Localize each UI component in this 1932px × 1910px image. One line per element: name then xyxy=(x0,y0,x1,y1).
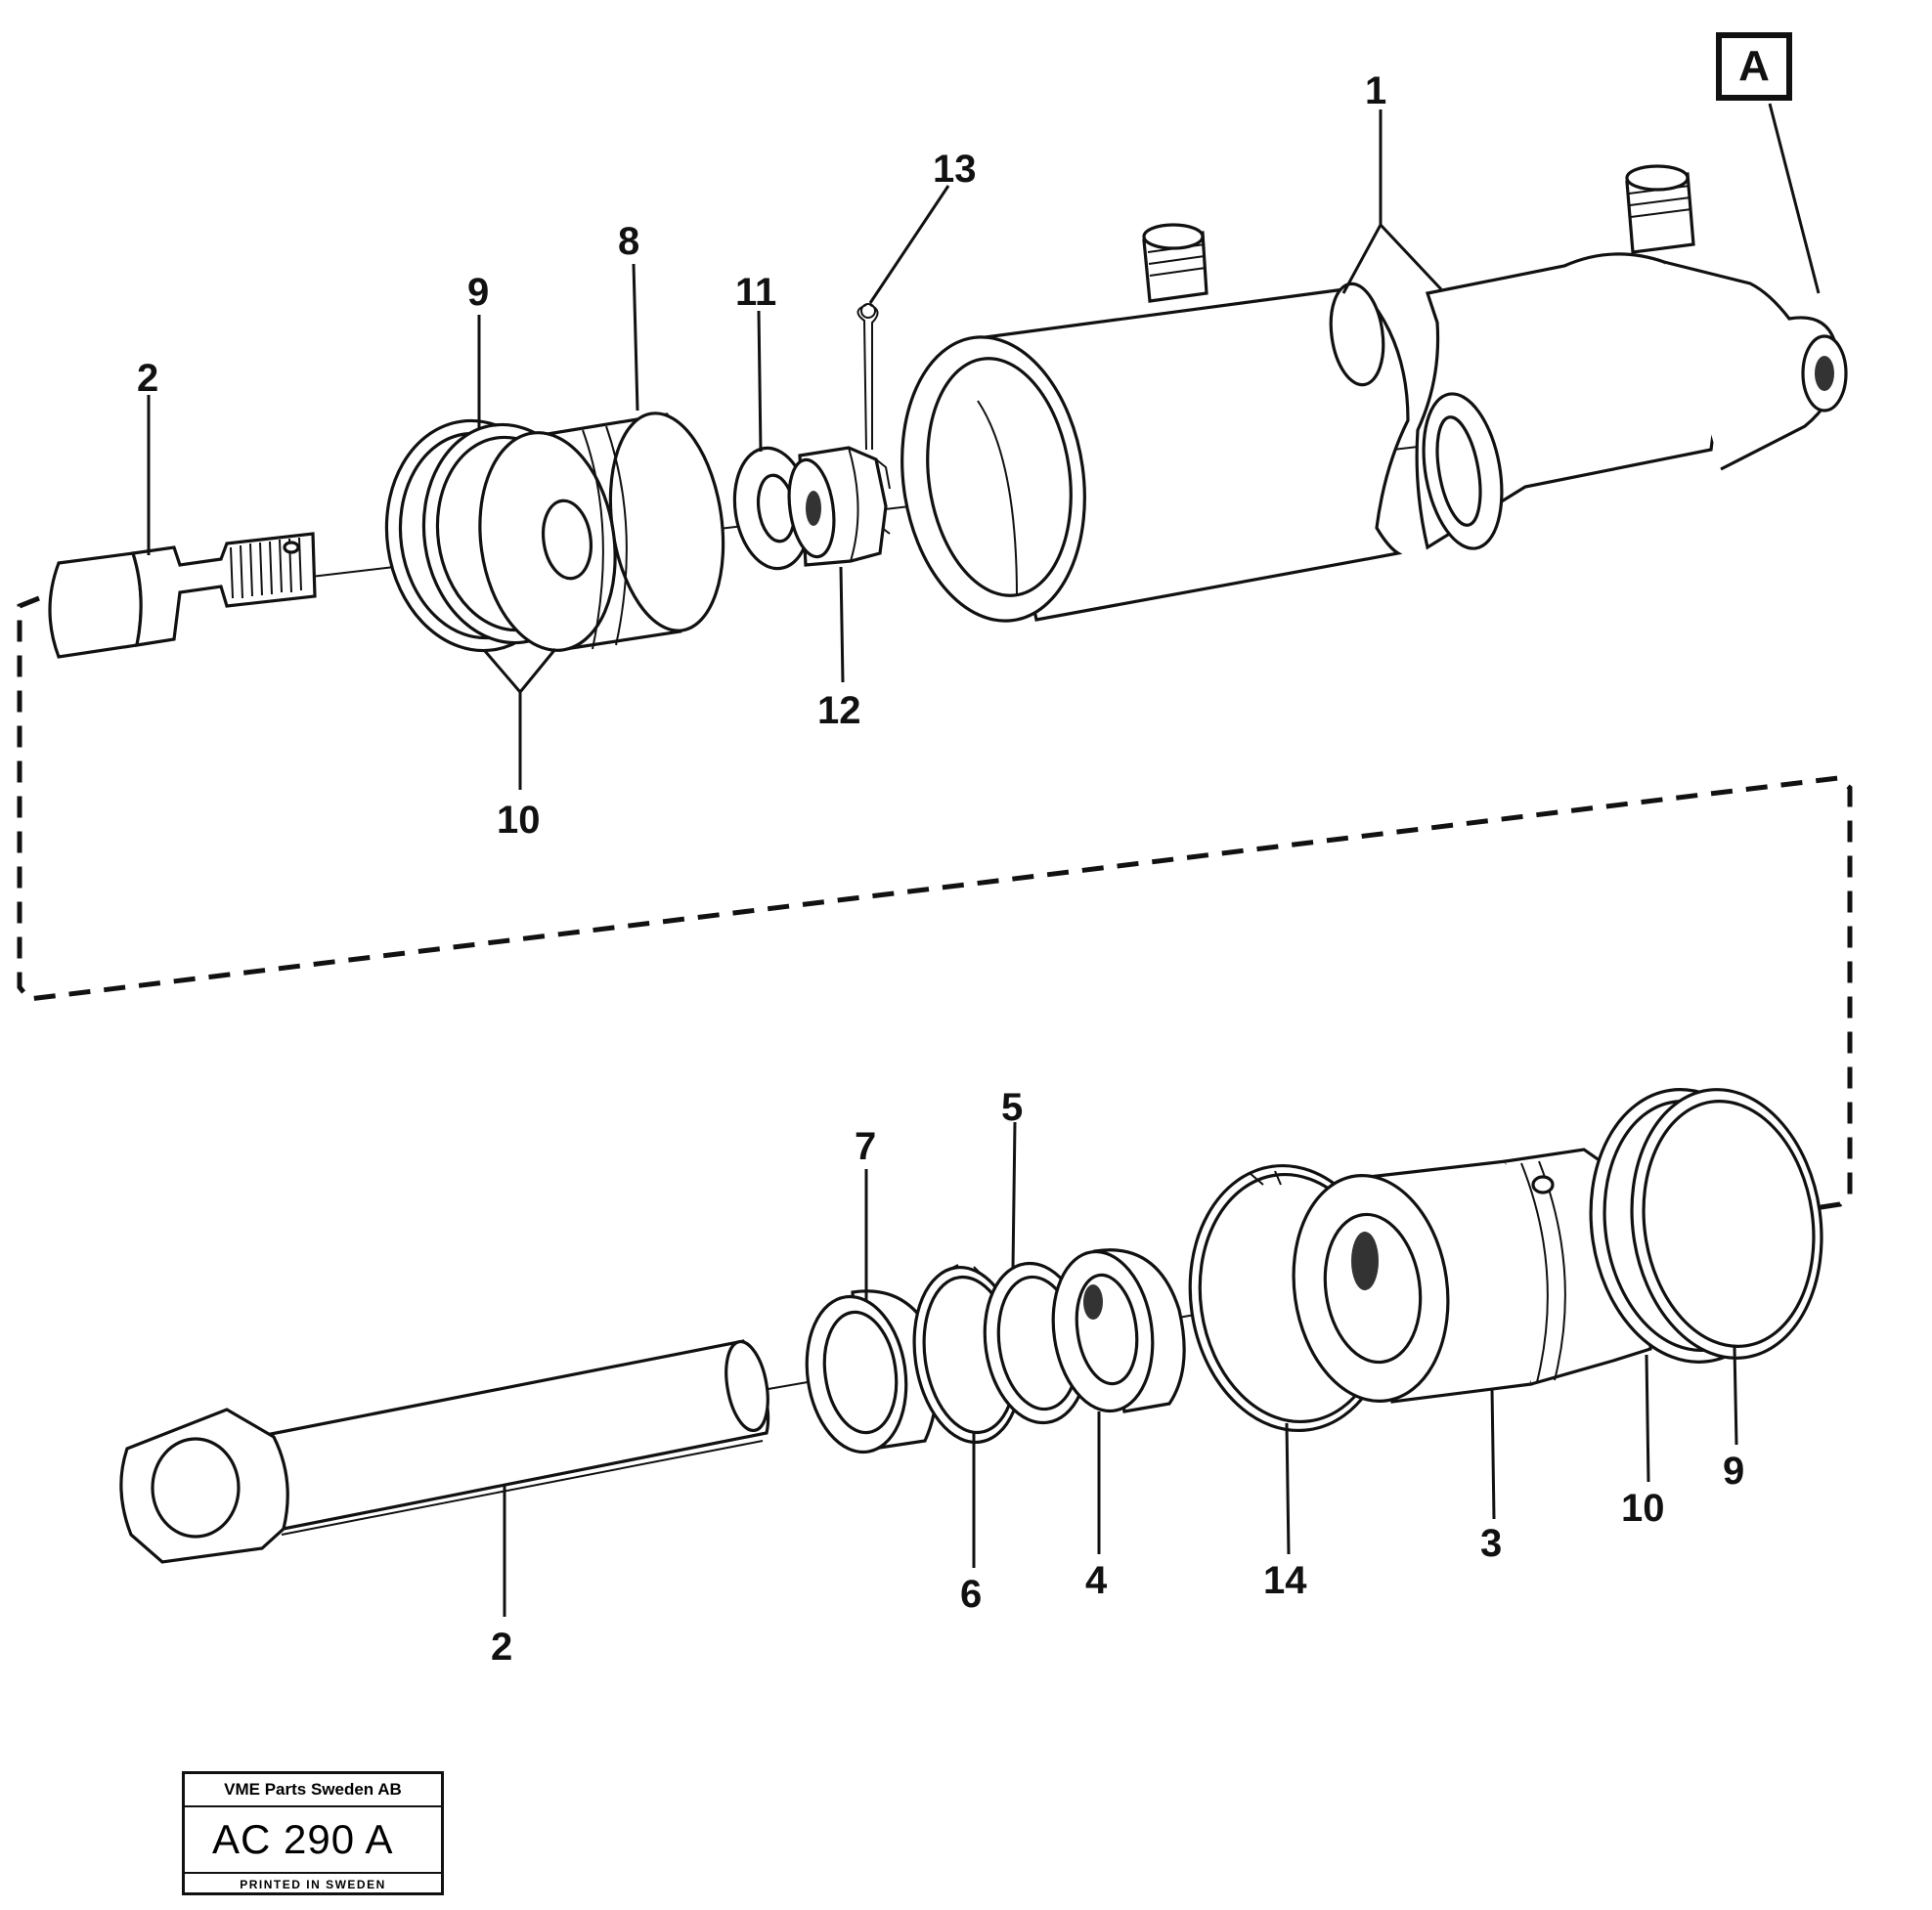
callout-7: 7 xyxy=(855,1125,876,1168)
callout-labels: 1 13 8 9 11 2 12 10 5 7 9 10 3 4 14 6 2 xyxy=(137,69,1744,1669)
callout-10-bottom: 10 xyxy=(1621,1487,1665,1530)
detail-marker: A xyxy=(1716,32,1792,101)
detail-marker-label: A xyxy=(1738,42,1770,90)
callout-6: 6 xyxy=(960,1573,982,1616)
company-name: VME Parts Sweden AB xyxy=(185,1774,441,1807)
cylinder-head-part xyxy=(1292,1148,1654,1404)
callout-8: 8 xyxy=(618,220,639,263)
callout-5: 5 xyxy=(1001,1086,1023,1129)
callout-9-bottom: 9 xyxy=(1723,1450,1744,1493)
callout-2-bottom: 2 xyxy=(491,1626,512,1669)
printed-note: PRINTED IN SWEDEN xyxy=(240,1878,386,1891)
callout-2-top: 2 xyxy=(137,357,158,400)
wiper-ring-part xyxy=(805,1289,939,1454)
leader-lines xyxy=(147,103,1821,1617)
seal-rings-bottom-part xyxy=(1589,1088,1823,1364)
callout-14: 14 xyxy=(1263,1559,1307,1602)
piston-rod-part xyxy=(119,1339,770,1564)
piston-rod-end-part xyxy=(48,532,317,659)
callout-1: 1 xyxy=(1365,69,1386,112)
castle-nut-part xyxy=(787,446,891,567)
cylinder-tube-part xyxy=(900,164,1848,623)
callout-11: 11 xyxy=(735,271,776,314)
title-block: VME Parts Sweden AB AC 290 A PRINTED IN … xyxy=(182,1771,444,1895)
drawing-code: AC 290 A xyxy=(185,1807,441,1874)
piston-part xyxy=(478,412,725,652)
callout-4: 4 xyxy=(1085,1559,1108,1602)
guide-bushing-part xyxy=(1051,1248,1186,1413)
callout-13: 13 xyxy=(933,148,977,191)
cotter-pin-part xyxy=(856,303,879,451)
callout-9-top: 9 xyxy=(467,271,489,314)
callout-10-top: 10 xyxy=(497,799,541,842)
assembly-continuation-line xyxy=(17,595,1853,1211)
callout-12: 12 xyxy=(817,689,861,732)
callout-3: 3 xyxy=(1480,1522,1502,1565)
